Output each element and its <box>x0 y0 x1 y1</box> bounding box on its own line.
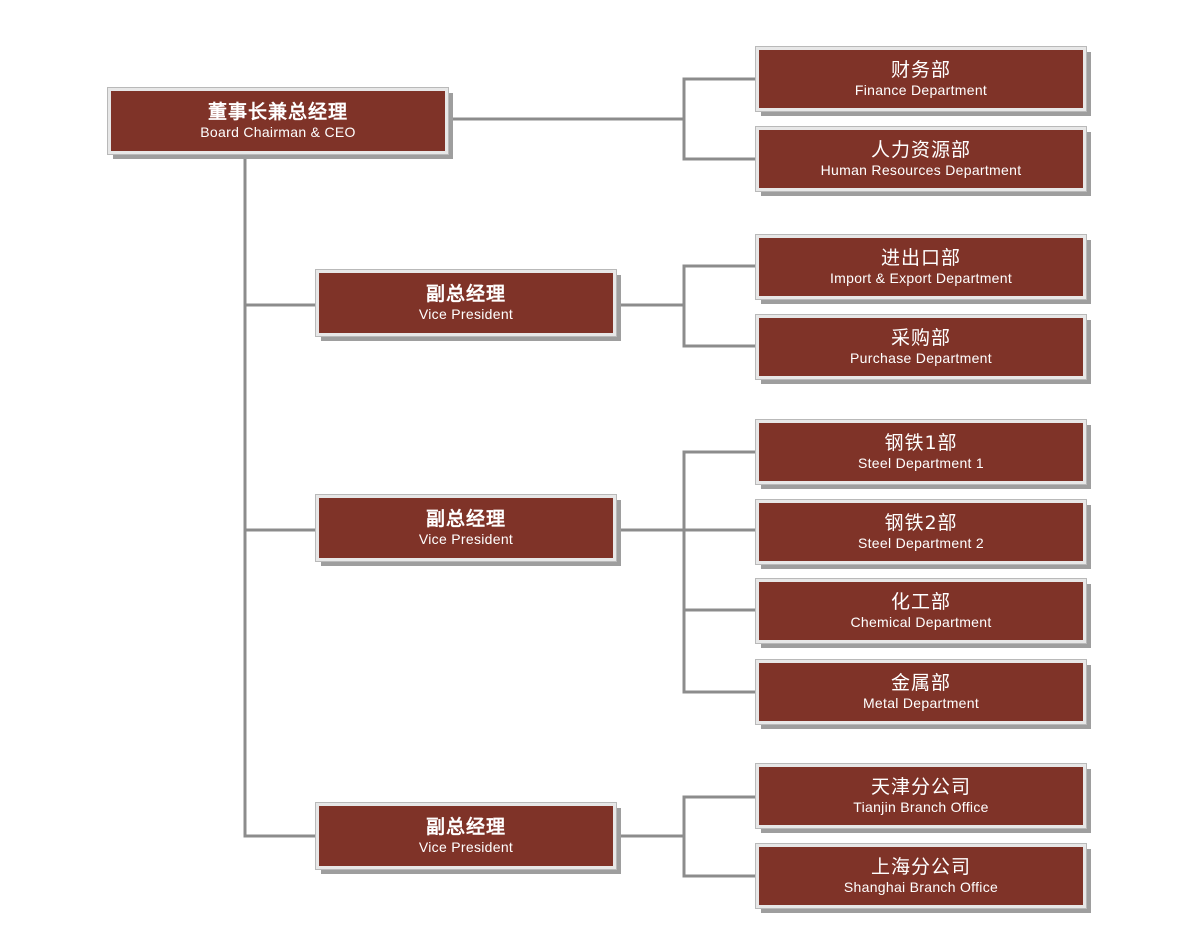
department-name-zh: 钢铁2部 <box>884 512 958 535</box>
department-name-zh: 采购部 <box>890 327 951 350</box>
department-name-en: Steel Department 1 <box>857 454 985 471</box>
department-name-en: Chemical Department <box>850 613 992 630</box>
department-name-zh: 化工部 <box>890 591 951 614</box>
department-name-zh: 人力资源部 <box>870 139 971 162</box>
department-box-shanghai-branch: 上海分公司 Shanghai Branch Office <box>755 843 1087 909</box>
department-box-human-resources: 人力资源部 Human Resources Department <box>755 126 1087 192</box>
department-box-finance: 财务部 Finance Department <box>755 46 1087 112</box>
vice-president-title-zh: 副总经理 <box>425 283 506 306</box>
ceo-box: 董事长兼总经理 Board Chairman & CEO <box>107 87 449 155</box>
department-name-en: Metal Department <box>862 694 980 711</box>
department-name-zh: 天津分公司 <box>870 776 971 799</box>
department-box-steel-2: 钢铁2部 Steel Department 2 <box>755 499 1087 565</box>
department-name-en: Human Resources Department <box>820 161 1022 178</box>
vice-president-box: 副总经理 Vice President <box>315 802 617 870</box>
department-box-import-export: 进出口部 Import & Export Department <box>755 234 1087 300</box>
department-name-zh: 财务部 <box>890 59 951 82</box>
department-name-zh: 金属部 <box>890 672 951 695</box>
ceo-title-en: Board Chairman & CEO <box>200 123 356 140</box>
vice-president-box: 副总经理 Vice President <box>315 269 617 337</box>
vice-president-title-en: Vice President <box>418 530 514 547</box>
department-name-en: Finance Department <box>854 81 988 98</box>
department-name-en: Shanghai Branch Office <box>843 878 999 895</box>
department-box-metal: 金属部 Metal Department <box>755 659 1087 725</box>
vice-president-title-en: Vice President <box>418 305 514 322</box>
vice-president-box: 副总经理 Vice President <box>315 494 617 562</box>
department-name-zh: 上海分公司 <box>870 856 971 879</box>
department-name-zh: 进出口部 <box>880 247 961 270</box>
department-box-chemical: 化工部 Chemical Department <box>755 578 1087 644</box>
department-name-zh: 钢铁1部 <box>884 432 958 455</box>
department-box-steel-1: 钢铁1部 Steel Department 1 <box>755 419 1087 485</box>
department-name-en: Purchase Department <box>850 349 992 366</box>
department-name-en: Import & Export Department <box>829 269 1013 286</box>
ceo-title-zh: 董事长兼总经理 <box>207 101 348 124</box>
department-box-purchase: 采购部 Purchase Department <box>755 314 1087 380</box>
vice-president-title-en: Vice President <box>418 838 514 855</box>
vice-president-title-zh: 副总经理 <box>425 816 506 839</box>
department-name-en: Steel Department 2 <box>857 534 985 551</box>
department-name-en: Tianjin Branch Office <box>853 798 989 815</box>
vice-president-title-zh: 副总经理 <box>425 508 506 531</box>
department-box-tianjin-branch: 天津分公司 Tianjin Branch Office <box>755 763 1087 829</box>
